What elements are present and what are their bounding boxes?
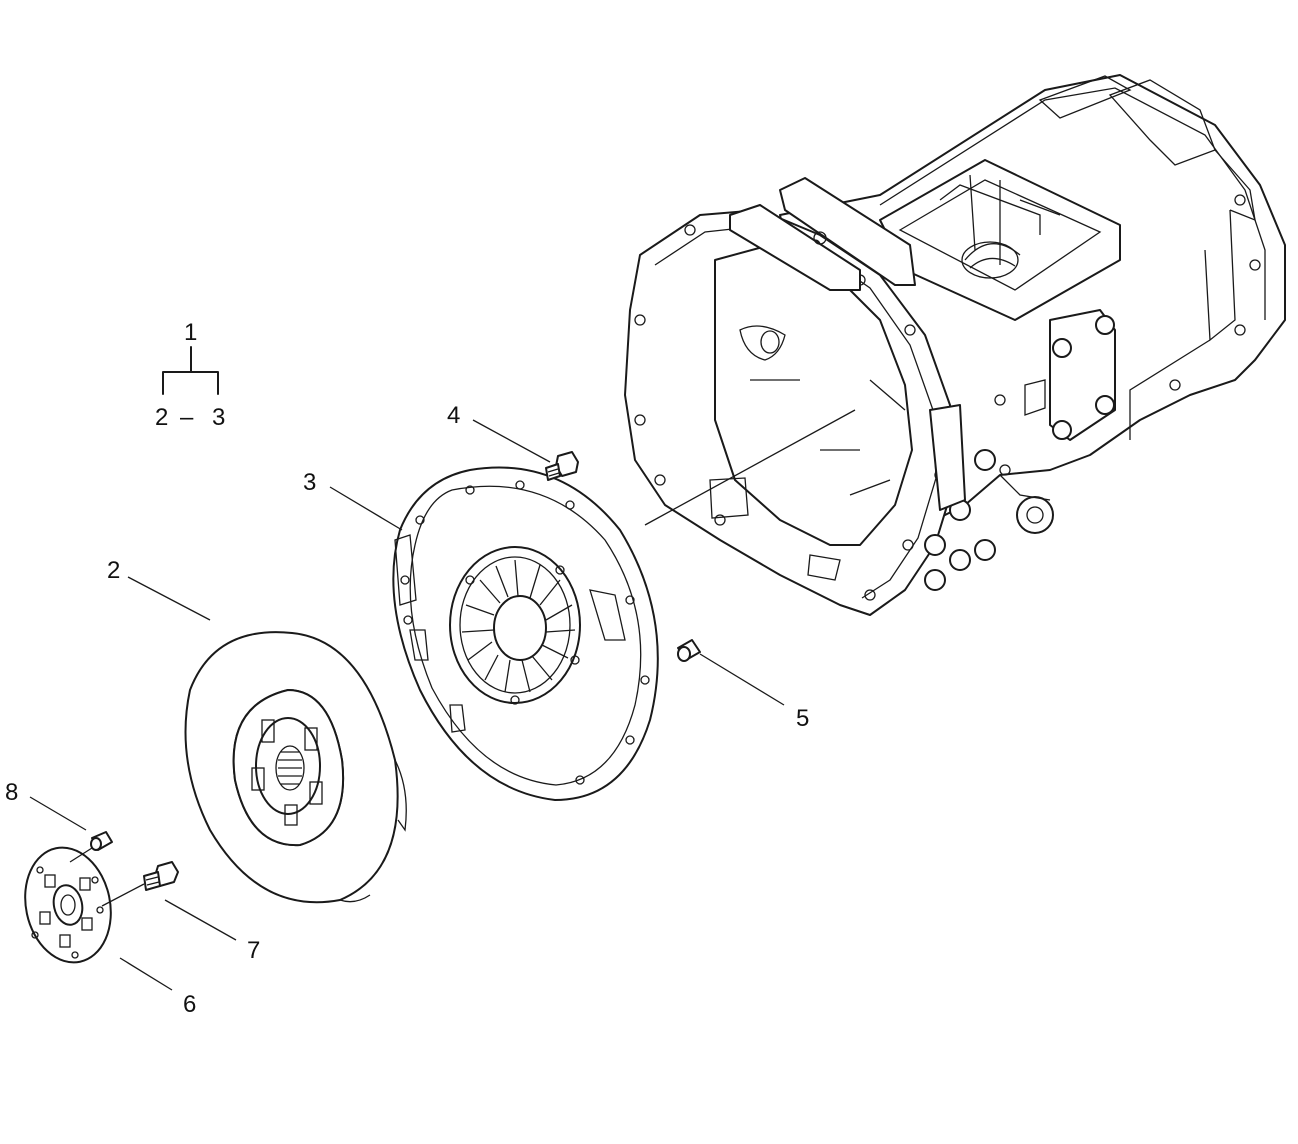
callout-5: 5	[796, 705, 809, 732]
diaphragm-center-hole	[493, 595, 547, 661]
bolt-4	[545, 451, 579, 481]
clutch-cover	[392, 466, 659, 801]
housing-lower-bosses	[924, 449, 996, 591]
damper-plate	[24, 846, 112, 964]
assembly-key-child-left: 2	[155, 404, 168, 431]
transmission-housing	[624, 74, 1286, 616]
leader-lines	[29, 409, 856, 991]
pin-8	[90, 831, 113, 851]
assembly-key-child-right: 3	[212, 404, 225, 431]
dowel-pin-5	[677, 639, 701, 662]
assembly-axis-line	[644, 409, 856, 526]
leader-8	[29, 796, 87, 831]
leader-5	[699, 653, 785, 706]
assembly-key-bracket	[162, 346, 219, 395]
leader-4	[472, 419, 551, 463]
callout-2: 2	[107, 557, 120, 584]
leader-3	[329, 486, 403, 531]
callout-3: 3	[303, 469, 316, 496]
callout-6: 6	[183, 991, 196, 1018]
callouts: 3 2 4 5 8 6 7	[5, 402, 809, 1018]
leader-2	[127, 576, 211, 621]
leader-6	[119, 957, 173, 991]
leader-7	[164, 899, 237, 941]
callout-4: 4	[447, 402, 460, 429]
bolt-7	[143, 861, 179, 891]
clutch-disc	[184, 631, 407, 904]
callout-7: 7	[247, 937, 260, 964]
assembly-key-dash: –	[180, 404, 194, 431]
assembly-key: 1 2 – 3	[155, 319, 225, 431]
callout-8: 8	[5, 779, 18, 806]
assembly-key-parent: 1	[184, 319, 197, 346]
